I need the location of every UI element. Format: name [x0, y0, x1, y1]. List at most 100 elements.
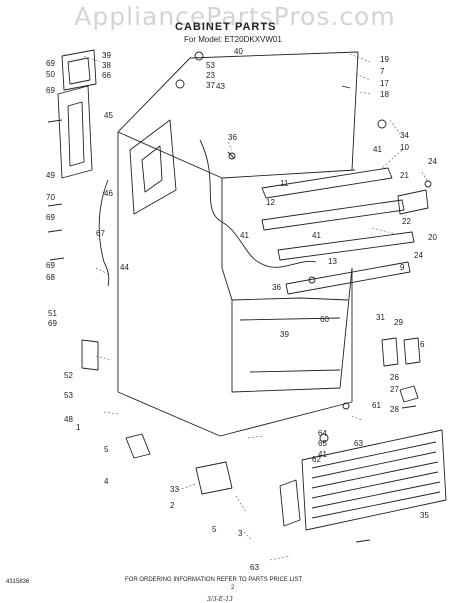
wiring-conduit — [98, 179, 110, 287]
divider-bar — [285, 261, 411, 295]
part-callout-28: 28 — [390, 405, 399, 414]
support-right — [279, 479, 301, 527]
page-title: CABINET PARTS — [175, 21, 277, 33]
part-callout-29: 29 — [394, 318, 403, 327]
page-number: 2 — [231, 585, 235, 591]
part-callout-60: 60 — [320, 315, 329, 324]
part-callout-36: 36 — [228, 133, 237, 142]
part-callout-19: 19 — [380, 55, 389, 64]
screw-36b — [308, 276, 316, 284]
part-callout-49: 49 — [46, 171, 55, 180]
part-blob-34 — [377, 119, 387, 129]
part-callout-34: 34 — [400, 131, 409, 140]
part-callout-69: 69 — [46, 213, 55, 222]
part-callout-41: 41 — [318, 450, 327, 459]
part-callout-23: 23 — [206, 71, 215, 80]
screw-left-1 — [47, 119, 65, 261]
toe-grille-louvers — [311, 441, 441, 519]
part-callout-38: 38 — [102, 61, 111, 70]
part-callout-9: 9 — [400, 263, 405, 272]
part-callout-3: 3 — [238, 529, 243, 538]
leveling-leg — [125, 433, 151, 459]
cabinet-top-left — [117, 57, 191, 133]
part-callout-21: 21 — [400, 171, 409, 180]
part-blob-61 — [342, 402, 350, 410]
part-callout-69: 69 — [46, 261, 55, 270]
top-hinge-plate — [61, 49, 97, 91]
part-callout-62: 62 — [312, 455, 321, 464]
cam-part — [399, 385, 419, 403]
part-callout-39: 39 — [280, 330, 289, 339]
part-callout-43: 43 — [216, 82, 225, 91]
part-callout-20: 20 — [428, 233, 437, 242]
cabinet-top-right — [351, 51, 359, 171]
liner-inner — [231, 297, 349, 373]
bottom-hinge — [195, 461, 233, 495]
liner-opening — [221, 267, 353, 393]
part-callout-17: 17 — [380, 79, 389, 88]
part-callout-40: 40 — [234, 47, 243, 56]
part-callout-50: 50 — [46, 70, 55, 79]
part-callout-26: 26 — [390, 373, 399, 382]
part-callout-6: 6 — [420, 340, 425, 349]
part-callout-24: 24 — [428, 157, 437, 166]
left-panel — [129, 119, 177, 215]
part-callout-69: 69 — [46, 59, 55, 68]
part-callout-52: 52 — [64, 371, 73, 380]
part-callout-44: 44 — [120, 263, 129, 272]
part-callout-68: 68 — [46, 273, 55, 282]
shelf-rail-upper — [261, 167, 393, 199]
part-blob-40 — [194, 51, 204, 61]
part-callout-70: 70 — [46, 193, 55, 202]
air-duct-left — [81, 339, 99, 371]
part-callout-53: 53 — [64, 391, 73, 400]
part-blob-43 — [175, 79, 185, 89]
ordering-note: FOR ORDERING INFORMATION REFER TO PARTS … — [125, 577, 303, 583]
part-callout-22: 22 — [402, 217, 411, 226]
cabinet-bottom-front — [117, 391, 353, 437]
part-callout-46: 46 — [104, 189, 113, 198]
part-callout-41: 41 — [312, 231, 321, 240]
document-number: 4315836 — [6, 579, 30, 585]
electrical-box-slot — [67, 101, 85, 167]
watermark: AppliancePartsPros.com — [74, 2, 396, 31]
part-callout-12: 12 — [266, 198, 275, 207]
part-callout-67: 67 — [96, 229, 105, 238]
screw-top — [227, 85, 351, 159]
part-callout-64: 64 — [318, 429, 327, 438]
side-bracket-2 — [403, 337, 421, 365]
part-callout-61: 61 — [372, 401, 381, 410]
cabinet-cutaway — [199, 139, 317, 268]
part-callout-2: 2 — [170, 501, 175, 510]
part-callout-45: 45 — [104, 111, 113, 120]
part-callout-69: 69 — [48, 319, 57, 328]
part-callout-10: 10 — [400, 143, 409, 152]
part-callout-53: 53 — [206, 61, 215, 70]
part-callout-24: 24 — [414, 251, 423, 260]
part-callout-69: 69 — [46, 86, 55, 95]
top-hinge-inner — [67, 57, 91, 85]
part-callout-63: 63 — [250, 563, 259, 572]
left-panel-slot — [141, 145, 163, 193]
part-callout-18: 18 — [380, 90, 389, 99]
part-callout-66: 66 — [102, 71, 111, 80]
screw-36 — [228, 152, 236, 160]
part-callout-11: 11 — [280, 179, 289, 188]
part-callout-5: 5 — [212, 525, 217, 534]
part-callout-33: 33 — [170, 485, 179, 494]
part-callout-48: 48 — [64, 415, 73, 424]
part-callout-13: 13 — [328, 257, 337, 266]
cabinet-top-back — [189, 51, 359, 59]
hinge-bracket — [397, 189, 429, 215]
part-callout-4: 4 — [104, 477, 109, 486]
toe-grille — [301, 429, 447, 531]
part-callout-51: 51 — [48, 309, 57, 318]
part-callout-1: 1 — [76, 423, 81, 432]
shelf-rail-lower — [277, 231, 415, 261]
part-callout-36: 36 — [272, 283, 281, 292]
part-callout-39: 39 — [102, 51, 111, 60]
part-callout-37: 37 — [206, 81, 215, 90]
part-callout-41: 41 — [240, 231, 249, 240]
